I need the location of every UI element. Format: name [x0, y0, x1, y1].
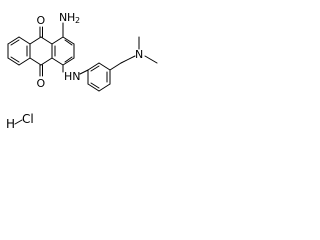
benzyl-bond — [109, 62, 122, 71]
salt-cl-label: Cl — [22, 112, 34, 126]
amine-h-subscript: 2 — [75, 16, 80, 25]
oxygen-bottom-label: O — [37, 77, 46, 90]
carbonyl-bottom — [39, 64, 43, 77]
phenyl-ring — [87, 62, 111, 92]
right-benzene-ring — [51, 36, 75, 66]
linker-nh-label: HN — [64, 70, 81, 83]
central-quinone-ring — [29, 36, 53, 66]
oxygen-top-label: O — [37, 14, 46, 27]
left-benzene-ring — [7, 36, 31, 66]
salt-h-label: H — [6, 117, 15, 131]
linker-bond-right — [79, 69, 89, 75]
amine-h-label: H — [67, 11, 75, 24]
dimethyl-n-label: N — [135, 48, 143, 61]
ch2-n-bond — [120, 55, 136, 64]
carbonyl-top — [39, 26, 43, 38]
salt-bond — [14, 119, 23, 125]
chemical-structure: O O N H 2 HN N H Cl — [6, 11, 158, 131]
n-methyl-bond-right — [144, 55, 158, 64]
amine-n-label: N — [59, 11, 67, 24]
